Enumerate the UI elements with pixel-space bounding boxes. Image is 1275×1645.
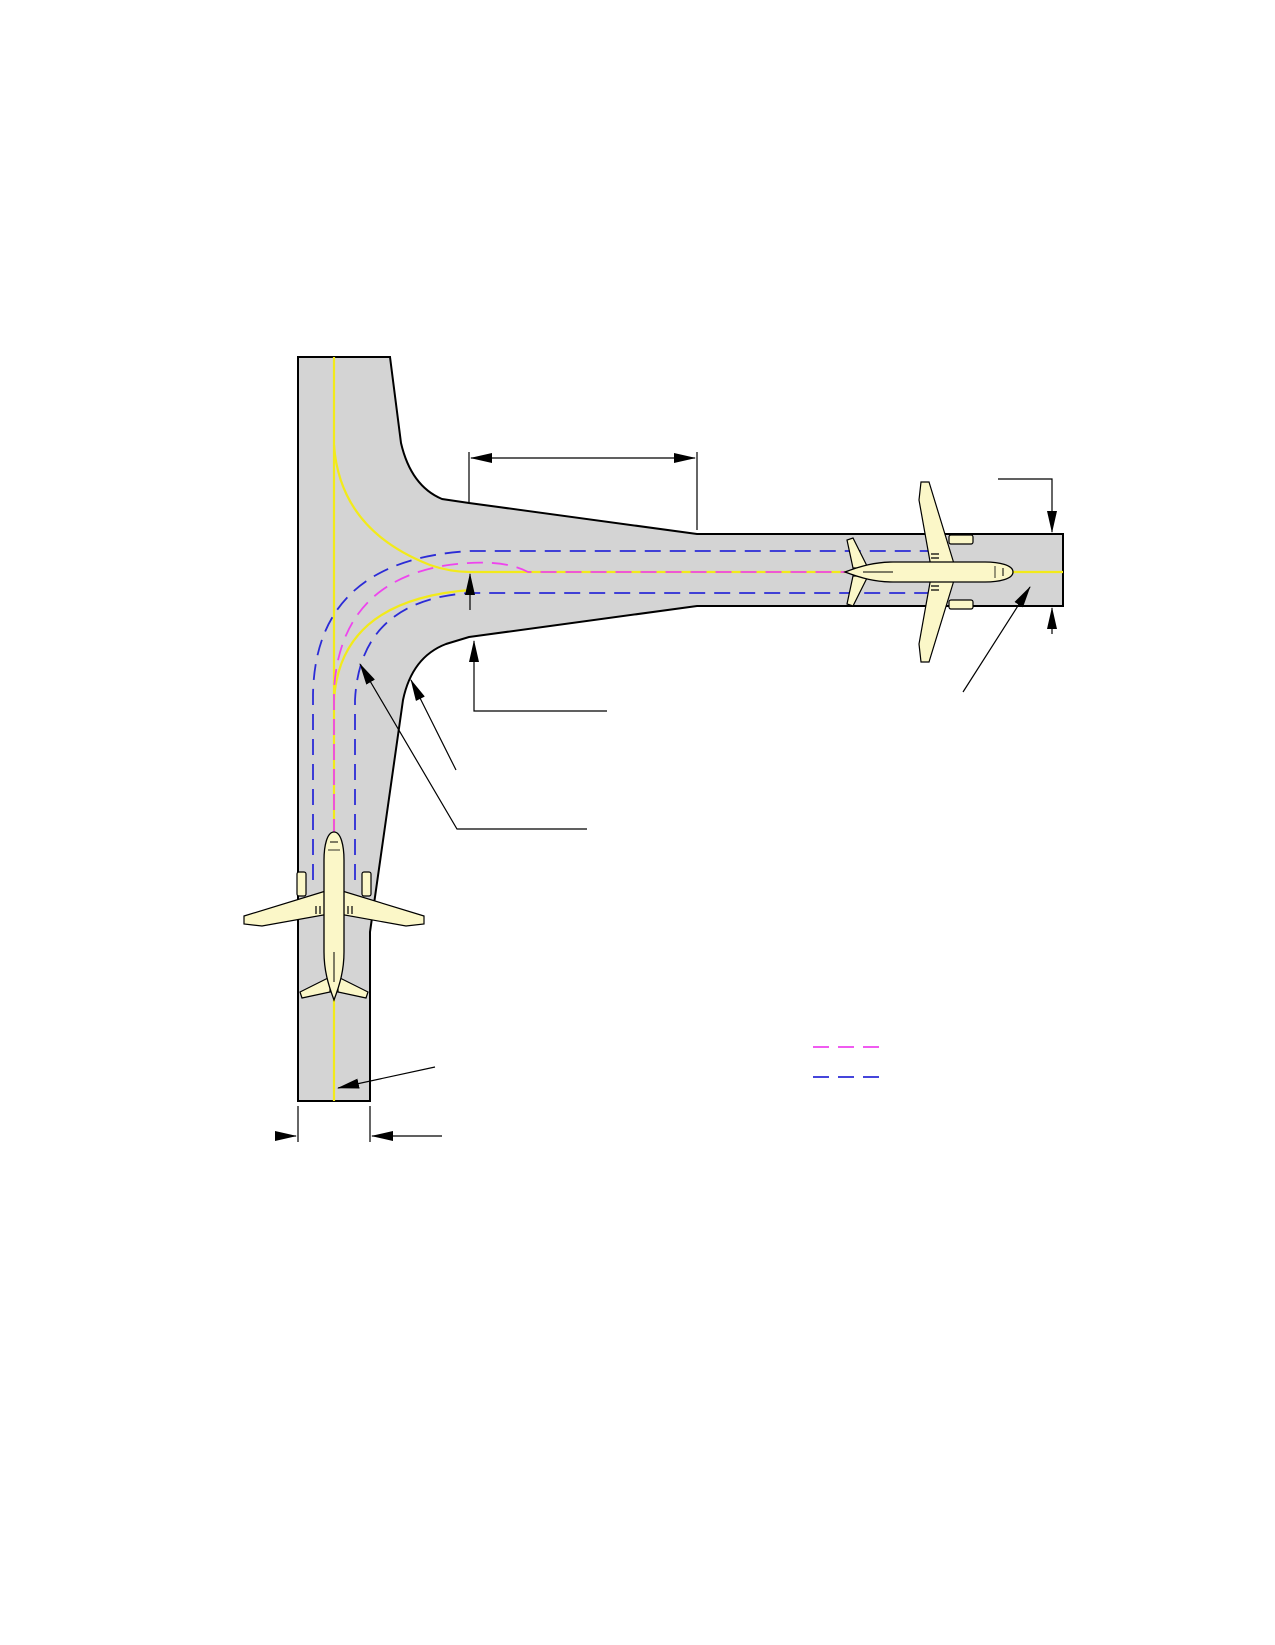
legend [813,1046,888,1078]
aircraft-horizontal [844,481,1014,663]
aircraft-vertical [243,831,425,1001]
horizontal-taxiway-width-dimension [998,478,1057,634]
nose-gear-path [333,561,925,860]
fillet-length-dimension [468,452,698,530]
taxiway-width-dimension [275,1106,442,1142]
leader-lines [337,586,1031,1089]
main-gear-paths [312,550,932,880]
fillet-offset-dimension [465,573,607,712]
taxiway-pavement [297,356,1064,1102]
taxiway-centerlines [332,357,1063,1101]
